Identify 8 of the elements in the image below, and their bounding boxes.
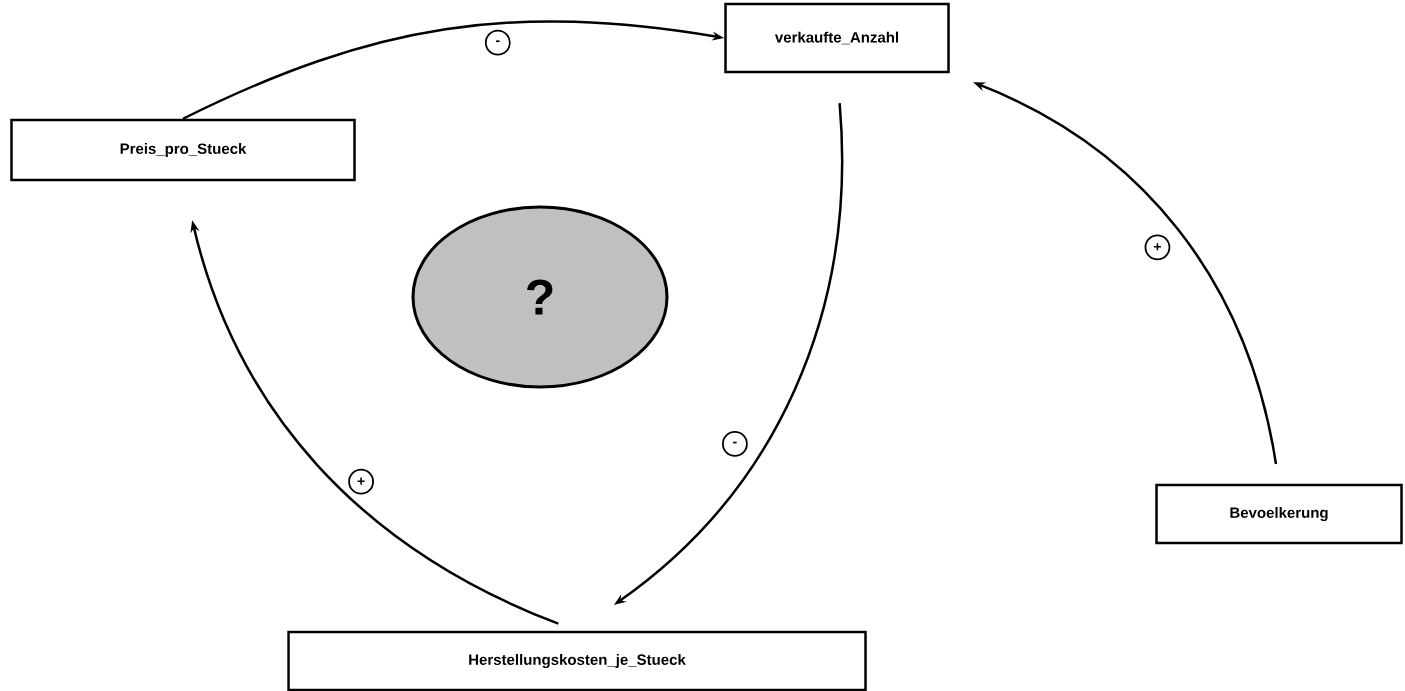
process-box: Herstellungskosten_je_Stueck xyxy=(287,630,867,691)
edge-label: - xyxy=(484,29,511,56)
edge-label: + xyxy=(348,468,374,495)
process-box: verkaufte_Anzahl xyxy=(724,2,950,74)
process-box: Bevoelkerung xyxy=(1155,483,1403,545)
process-box: Preis_pro_Stueck xyxy=(10,118,356,182)
edge-label: - xyxy=(722,431,748,457)
edge-label: + xyxy=(1144,234,1171,261)
